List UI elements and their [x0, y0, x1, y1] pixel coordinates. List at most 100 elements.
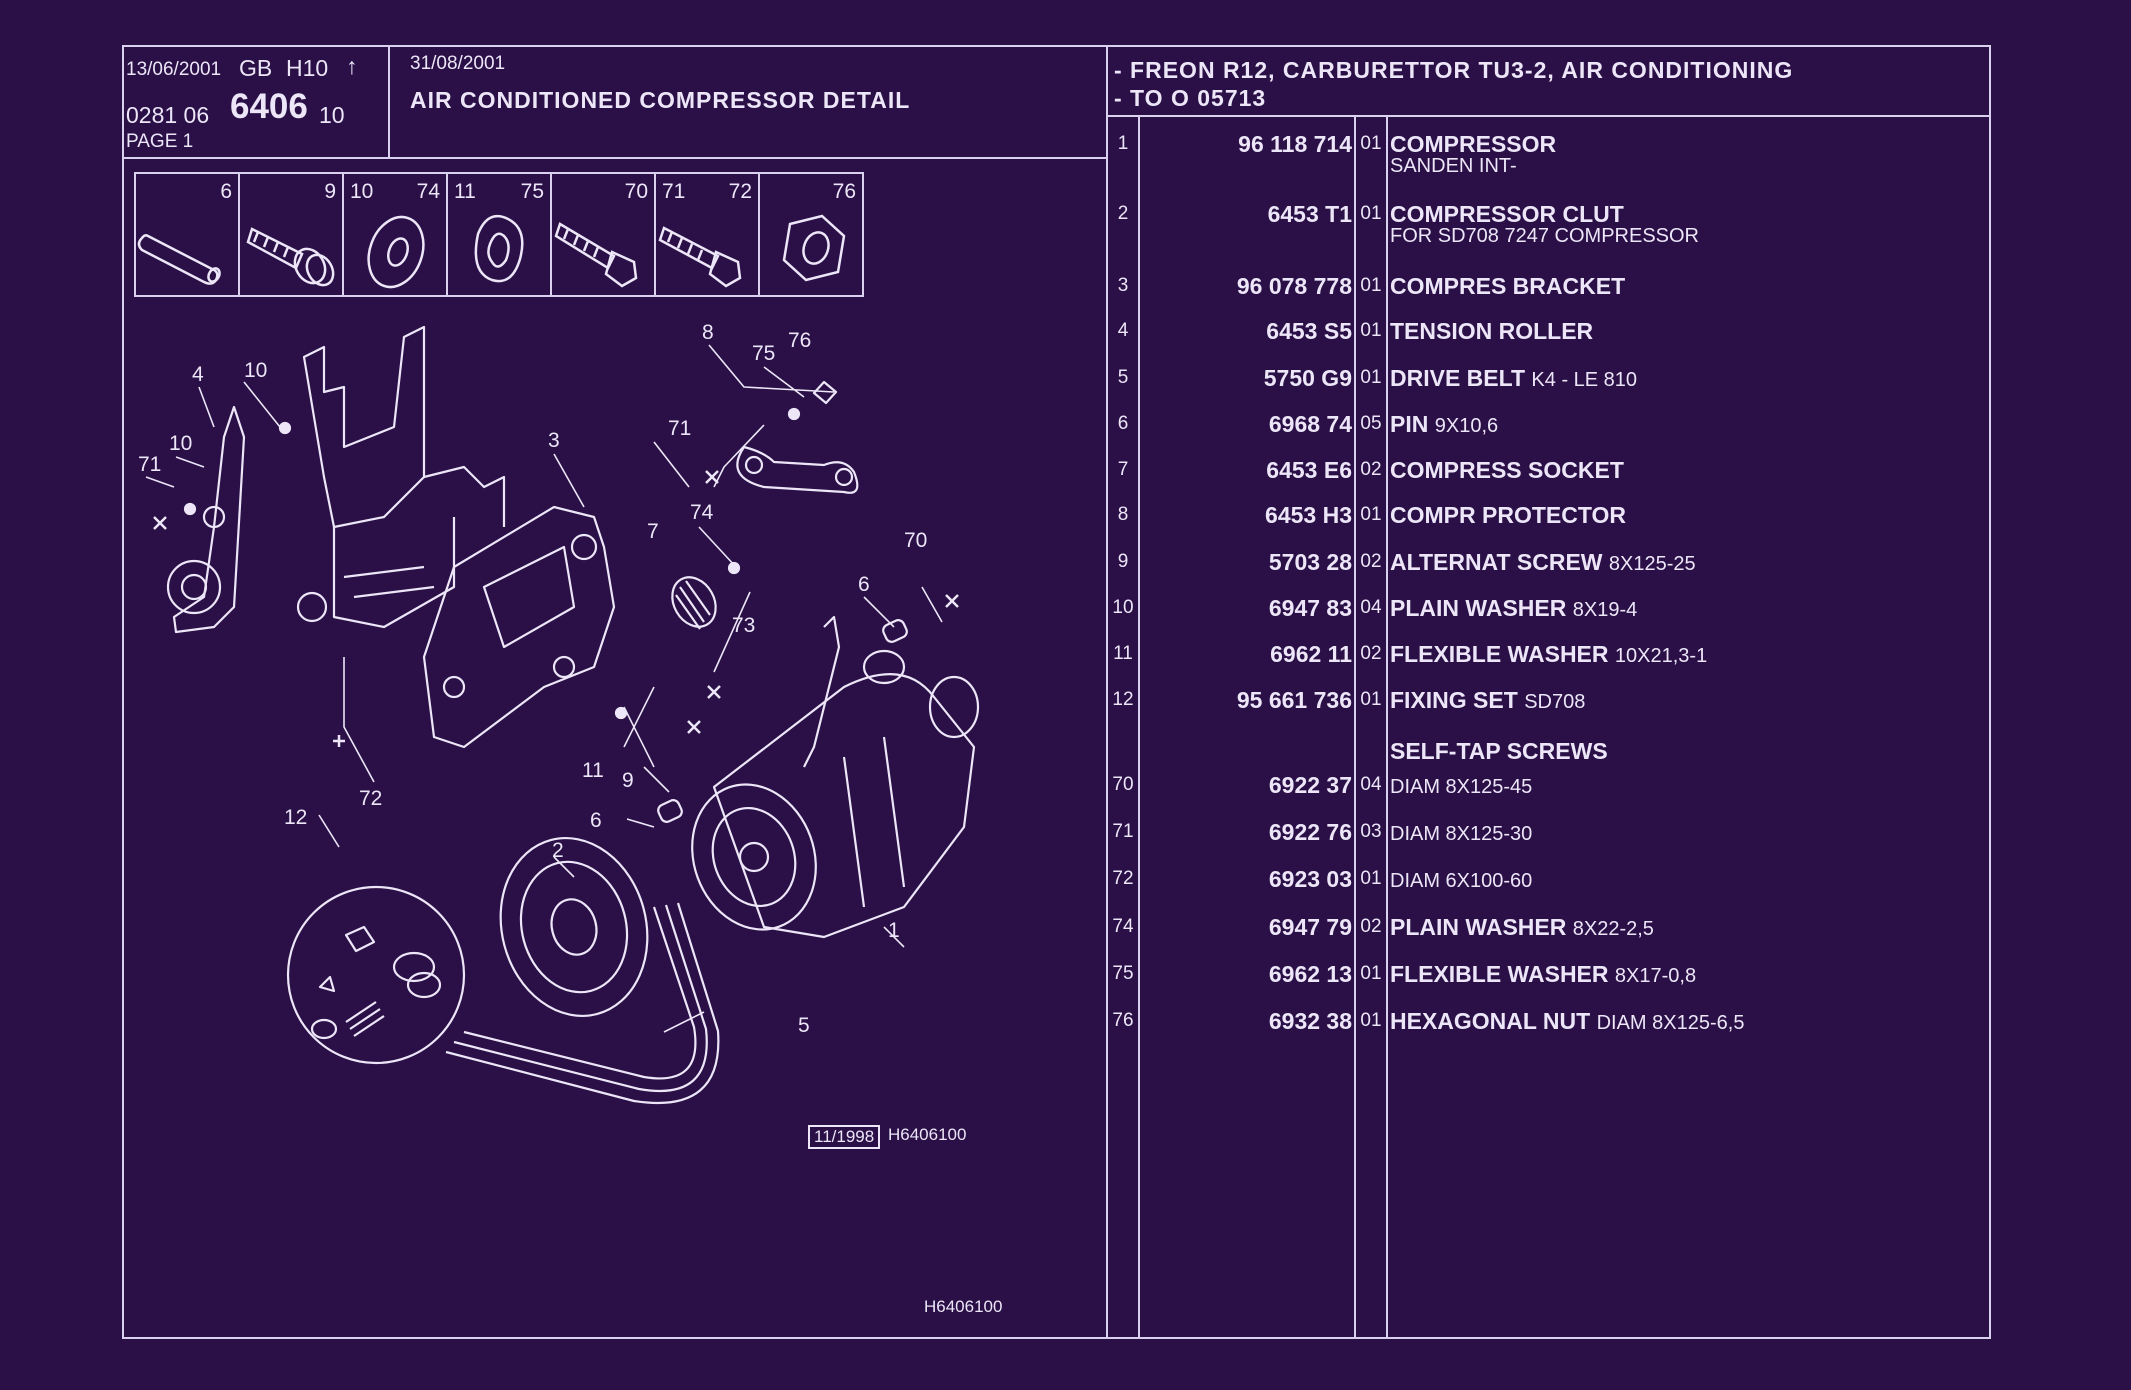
- part-reference: 6962 11: [1270, 641, 1352, 667]
- part-quantity: 01: [1360, 963, 1382, 984]
- part-name: PLAIN WASHER: [1390, 914, 1567, 940]
- tension-roller-part: [166, 405, 246, 634]
- part-reference: 6968 74: [1268, 411, 1352, 437]
- thumbnail-label: 10: [350, 180, 374, 203]
- part-quantity: 04: [1360, 597, 1382, 618]
- washer-icon: [367, 215, 425, 289]
- up-arrow-icon: ↑: [346, 53, 358, 79]
- compressor-bracket-part: [422, 505, 616, 749]
- callout-label: 76: [788, 329, 811, 352]
- part-name: FIXING SET: [1390, 687, 1518, 713]
- header-date-2: 31/08/2001: [410, 53, 506, 74]
- part-description: DIAM 8X125-30: [1390, 819, 1532, 846]
- callout-label: 75: [752, 342, 775, 365]
- callout-label: 6: [590, 809, 602, 832]
- part-name: FLEXIBLE WASHER: [1390, 641, 1609, 667]
- part-name: COMPRESSOR CLUT: [1390, 201, 1624, 227]
- part-quantity: 03: [1360, 821, 1382, 842]
- part-quantity: 01: [1360, 133, 1382, 154]
- item-number: 72: [1112, 868, 1134, 889]
- part-quantity: 01: [1360, 1010, 1382, 1031]
- compressor-protector-part: [736, 445, 859, 494]
- part-description: PIN 9X10,6: [1390, 411, 1498, 438]
- part-description: DRIVE BELT K4 - LE 810: [1390, 365, 1637, 392]
- part-reference: 6923 03: [1268, 866, 1352, 892]
- callout-label: 11: [582, 759, 604, 782]
- part-reference: 96 118 714: [1238, 131, 1352, 157]
- thumbnail-label: 70: [624, 180, 648, 203]
- item-number: 8: [1117, 504, 1129, 525]
- item-number: 9: [1117, 551, 1129, 572]
- part-description: COMPR PROTECTOR: [1390, 502, 1626, 529]
- callout-label: 10: [169, 432, 192, 455]
- table-column-rule: [1354, 117, 1356, 1337]
- callout-label: 4: [192, 363, 204, 386]
- callout-label: 8: [702, 321, 714, 344]
- spec-line-1: - FREON R12, CARBURETTOR TU3-2, AIR COND…: [1114, 57, 1794, 83]
- part-description: HEXAGONAL NUT DIAM 8X125-6,5: [1390, 1008, 1744, 1035]
- thumbnail-label: 6: [220, 180, 232, 203]
- part-quantity: 01: [1360, 689, 1382, 710]
- callout-label: 7: [647, 520, 659, 543]
- part-detail: SD708: [1524, 691, 1586, 713]
- item-number: 75: [1112, 963, 1134, 984]
- header-spec-block: - FREON R12, CARBURETTOR TU3-2, AIR COND…: [1108, 47, 1989, 117]
- diagram-code: H6406100: [888, 1125, 967, 1144]
- part-quantity: 01: [1360, 504, 1382, 525]
- part-description: COMPRESSOR CLUT: [1390, 201, 1624, 228]
- hex-nut-icon: [782, 214, 846, 282]
- part-detail: DIAM 8X125-30: [1390, 823, 1533, 845]
- part-subtitle: FOR SD708 7247 COMPRESSOR: [1390, 225, 1699, 247]
- part-detail: 8X22-2,5: [1572, 918, 1654, 940]
- thumbnail-label: 9: [324, 180, 336, 203]
- compressor-clutch-part: [499, 836, 649, 1018]
- part-quantity: 01: [1360, 868, 1382, 889]
- part-description: ALTERNAT SCREW 8X125-25: [1390, 549, 1696, 576]
- item-number: 70: [1112, 774, 1134, 795]
- part-name: SELF-TAP SCREWS: [1390, 738, 1608, 764]
- thumbnail-label: 74: [416, 180, 440, 203]
- part-description: COMPRESSOR: [1390, 131, 1556, 158]
- part-description: PLAIN WASHER 8X19-4: [1390, 595, 1637, 622]
- part-name: COMPRESSOR: [1390, 131, 1557, 157]
- item-number: 10: [1112, 597, 1134, 618]
- callout-label: 70: [904, 529, 927, 552]
- part-quantity: 05: [1360, 413, 1382, 434]
- part-quantity: 01: [1360, 367, 1382, 388]
- part-quantity: 01: [1360, 203, 1382, 224]
- item-number: 5: [1117, 367, 1129, 388]
- item-number: 3: [1117, 275, 1129, 296]
- thumbnail-label: 11: [454, 180, 476, 203]
- part-name: PIN: [1390, 411, 1429, 437]
- table-column-rule: [1386, 117, 1388, 1337]
- part-reference: 95 661 736: [1236, 687, 1352, 713]
- part-name: PLAIN WASHER: [1390, 595, 1567, 621]
- callout-label: 10: [244, 359, 267, 382]
- item-number: 76: [1112, 1010, 1134, 1031]
- header-ref-main: 6406: [230, 87, 308, 126]
- engine-block: [296, 325, 506, 629]
- thumbnail-plain-washer: 10 74: [342, 172, 448, 297]
- part-reference: 6932 38: [1268, 1008, 1352, 1034]
- callout-label: 1: [888, 919, 900, 942]
- part-description: FLEXIBLE WASHER 8X17-0,8: [1390, 961, 1696, 988]
- table-column-rule: [1138, 117, 1140, 1337]
- part-subtitle: SANDEN INT-: [1390, 155, 1517, 177]
- part-description: FIXING SET SD708: [1390, 687, 1585, 714]
- fixing-set-part: [286, 885, 466, 1065]
- item-number: 12: [1112, 689, 1134, 710]
- table-row: 76 6932 38 01 HEXAGONAL NUT DIAM 8X125-6,5: [1108, 1004, 1989, 1048]
- exploded-diagram: 4 10 10 71 3 8 75 76 71 7 74 73 6 70 72 …: [138, 321, 980, 1105]
- part-reference: 6453 H3: [1265, 502, 1352, 528]
- part-quantity: 04: [1360, 774, 1382, 795]
- part-detail: 9X10,6: [1434, 415, 1499, 437]
- bolt-icon: [658, 226, 742, 288]
